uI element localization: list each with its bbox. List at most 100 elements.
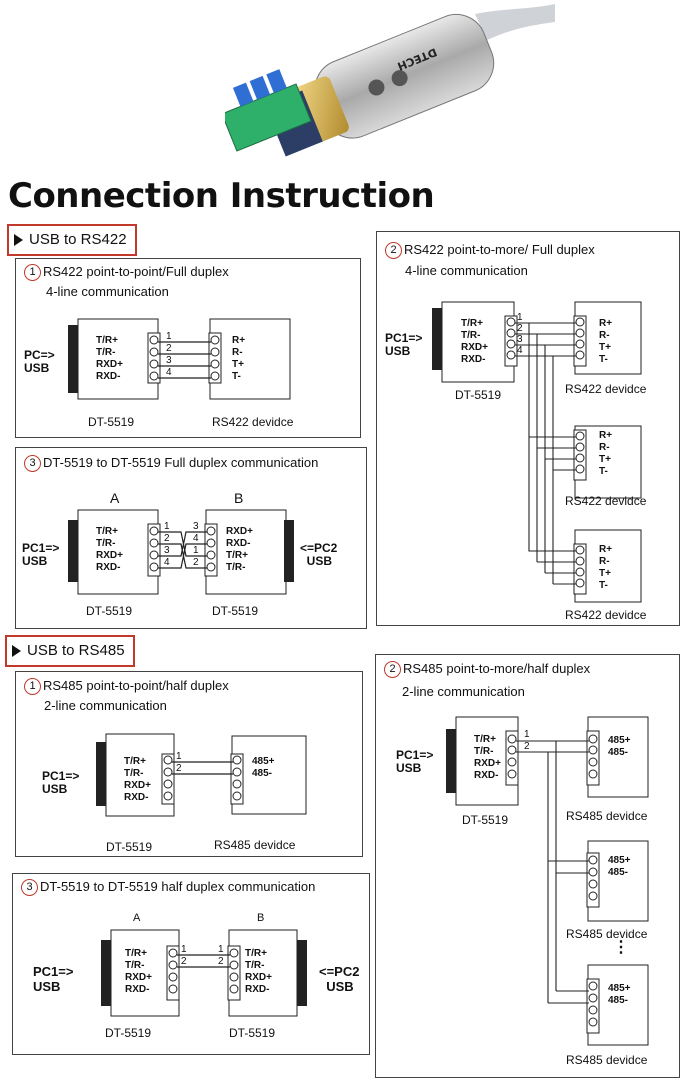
wire-label: 3 bbox=[193, 521, 199, 532]
device-a-label: A bbox=[110, 490, 120, 506]
panel-title: RS422 point-to-point/Full duplex bbox=[43, 264, 229, 279]
wire-label: 2 bbox=[176, 763, 182, 774]
pin-labels: T/R+ T/R- RXD+ RXD- bbox=[461, 318, 488, 365]
host-label: PC1=> USB bbox=[22, 541, 60, 568]
panel-title: DT-5519 to DT-5519 Full duplex communica… bbox=[43, 455, 319, 470]
wire-label: 3 bbox=[164, 545, 170, 556]
device-label: DT-5519 bbox=[88, 415, 135, 429]
wire-label: 2 bbox=[517, 323, 523, 334]
remote-label: RS422 devidce bbox=[565, 494, 647, 508]
step-number-badge: 2 bbox=[384, 661, 401, 679]
device-label: DT-5519 bbox=[86, 604, 133, 618]
remote-label: RS485 devidce bbox=[566, 1053, 648, 1067]
wire-label: 3 bbox=[517, 334, 523, 345]
device-a-label: A bbox=[133, 912, 141, 924]
step-number-badge: 3 bbox=[21, 879, 38, 897]
wire-label: 1 bbox=[166, 331, 172, 342]
triangle-icon bbox=[12, 645, 21, 657]
wiring-diagram bbox=[96, 733, 307, 817]
wire-label: 4 bbox=[517, 345, 523, 356]
host2-label: <=PC2 USB bbox=[319, 964, 360, 994]
device-label-b: DT-5519 bbox=[212, 604, 259, 618]
pin-labels-b: T/R+ T/R- RXD+ RXD- bbox=[245, 948, 272, 995]
step-number-badge: 2 bbox=[385, 242, 402, 260]
section-label: USB to RS422 bbox=[29, 231, 127, 248]
wire-label: 2 bbox=[218, 956, 224, 967]
remote-pin-labels: R+ R- T+ T- bbox=[232, 335, 246, 382]
step-number-badge: 3 bbox=[24, 455, 41, 473]
wire-label: 1 bbox=[517, 312, 523, 323]
panel-title: RS485 point-to-more/half duplex bbox=[403, 661, 591, 676]
section-usb-to-rs485: USB to RS485 bbox=[5, 635, 135, 667]
pin-labels: T/R+ T/R- RXD+ RXD- bbox=[96, 526, 123, 573]
host-label: PC1=> USB bbox=[42, 769, 80, 796]
wiring-diagram bbox=[101, 929, 307, 1017]
remote-pin-labels: R+ R- T+ T- bbox=[599, 544, 613, 591]
panel-title: RS485 point-to-point/half duplex bbox=[43, 678, 229, 693]
wire-label: 1 bbox=[181, 944, 187, 955]
step-number-badge: 1 bbox=[24, 264, 41, 282]
remote-pin-labels: R+ R- T+ T- bbox=[599, 430, 613, 477]
more-devices-ellipsis: ⋮ bbox=[613, 939, 629, 956]
remote-label: RS485 devidce bbox=[214, 838, 296, 852]
remote-label: RS422 devidce bbox=[565, 382, 647, 396]
wire-label: 2 bbox=[181, 956, 187, 967]
wire-label: 2 bbox=[524, 741, 530, 752]
panel-subtitle: 4-line communication bbox=[46, 284, 169, 299]
wire-label: 4 bbox=[193, 533, 199, 544]
host-label: PC1=> USB bbox=[385, 331, 423, 358]
device-b-label: B bbox=[257, 912, 265, 924]
host-label: PC1=> USB bbox=[33, 964, 74, 994]
wiring-diagram bbox=[446, 716, 649, 1046]
host-label: PC=> USB bbox=[24, 348, 55, 375]
wire-label: 4 bbox=[164, 557, 170, 568]
device-label: DT-5519 bbox=[455, 388, 502, 402]
device-b-label: B bbox=[234, 490, 244, 506]
pin-labels: T/R+ T/R- RXD+ RXD- bbox=[96, 335, 123, 382]
remote-label: RS485 devidce bbox=[566, 809, 648, 823]
wire-label: 4 bbox=[166, 367, 172, 378]
panel-subtitle: 2-line communication bbox=[44, 698, 167, 713]
remote-label: RS422 devidce bbox=[212, 415, 294, 429]
host2-label: <=PC2 USB bbox=[300, 541, 338, 568]
pin-labels: T/R+ T/R- RXD+ RXD- bbox=[124, 756, 151, 803]
remote-label: RS485 devidce bbox=[566, 927, 648, 941]
panel-title: RS422 point-to-more/ Full duplex bbox=[404, 242, 595, 257]
device-label: DT-5519 bbox=[462, 813, 509, 827]
device-label: DT-5519 bbox=[106, 840, 153, 854]
wire-label: 1 bbox=[164, 521, 170, 532]
remote-pin-labels: R+ R- T+ T- bbox=[599, 318, 613, 365]
panel-subtitle: 4-line communication bbox=[405, 263, 528, 278]
panel-subtitle: 2-line communication bbox=[402, 684, 525, 699]
wiring-diagram bbox=[68, 509, 294, 595]
remote-label: RS422 devidce bbox=[565, 608, 647, 622]
panel-title: DT-5519 to DT-5519 half duplex communica… bbox=[40, 879, 316, 894]
wire-label: 2 bbox=[164, 533, 170, 544]
wire-label: 2 bbox=[193, 557, 199, 568]
wire-label: 1 bbox=[176, 751, 182, 762]
pin-labels: T/R+ T/R- RXD+ RXD- bbox=[125, 948, 152, 995]
remote-pin-labels: 485+ 485- bbox=[608, 735, 631, 758]
host-label: PC1=> USB bbox=[396, 748, 434, 775]
triangle-icon bbox=[14, 234, 23, 246]
section-label: USB to RS485 bbox=[27, 642, 125, 659]
device-label: DT-5519 bbox=[105, 1026, 152, 1040]
wire-label: 1 bbox=[524, 729, 530, 740]
product-photo: DTECH bbox=[225, 0, 555, 160]
remote-pin-labels: 485+ 485- bbox=[608, 983, 631, 1006]
wire-label: 2 bbox=[166, 343, 172, 354]
wiring-diagram bbox=[432, 301, 642, 603]
step-number-badge: 1 bbox=[24, 678, 41, 696]
page-title: Connection Instruction bbox=[8, 176, 435, 216]
wire-label: 1 bbox=[193, 545, 199, 556]
remote-pin-labels: 485+ 485- bbox=[252, 756, 275, 779]
remote-pin-labels: 485+ 485- bbox=[608, 855, 631, 878]
device-label-b: DT-5519 bbox=[229, 1026, 276, 1040]
wire-label: 1 bbox=[218, 944, 224, 955]
wiring-diagram bbox=[68, 318, 291, 400]
